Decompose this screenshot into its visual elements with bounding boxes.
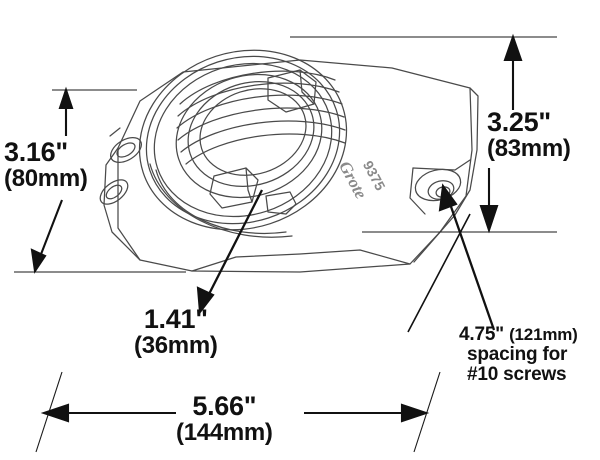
width-inches: 5.66" <box>192 391 257 421</box>
extension-line-width-right <box>413 371 441 453</box>
height-right-inches: 3.25" <box>487 107 551 137</box>
height-left-mm: (80mm) <box>4 165 88 193</box>
screw-spacing-note-2: #10 screws <box>467 363 567 385</box>
dimension-lines <box>30 33 523 423</box>
dimension-label-height-left: 3.16" (80mm) <box>4 138 88 192</box>
dim-line-height-left <box>30 86 74 274</box>
screw-spacing-mm: (121mm) <box>509 325 578 344</box>
height-left-inches: 3.16" <box>4 137 68 167</box>
dimension-label-height-right: 3.25" (83mm) <box>487 108 571 162</box>
dimension-label-screw-spacing: 4.75" (121mm) spacing for #10 screws <box>459 325 578 385</box>
dimension-label-depth: 1.41" (36mm) <box>134 305 218 359</box>
leader-line-screw-spacing <box>438 183 496 331</box>
height-right-mm: (83mm) <box>487 135 571 163</box>
depth-inches: 1.41" <box>143 304 208 334</box>
dim-line-width <box>40 403 430 423</box>
screw-spacing-line-1: 4.75" (121mm) <box>459 325 578 345</box>
depth-mm: (36mm) <box>134 332 218 360</box>
part-body-outline <box>99 49 479 273</box>
leader-line-screw-spacing-secondary <box>407 213 471 333</box>
part-marking-group: Grote 9375 <box>335 152 422 212</box>
dim-line-height-right <box>479 33 523 234</box>
dimension-label-width: 5.66" (144mm) <box>176 392 273 446</box>
extension-lines <box>14 36 557 453</box>
screw-spacing-inches: 4.75" <box>459 324 504 345</box>
screw-spacing-note-1: spacing for <box>467 343 568 365</box>
width-mm: (144mm) <box>176 419 273 447</box>
leader-line-depth <box>196 189 264 315</box>
